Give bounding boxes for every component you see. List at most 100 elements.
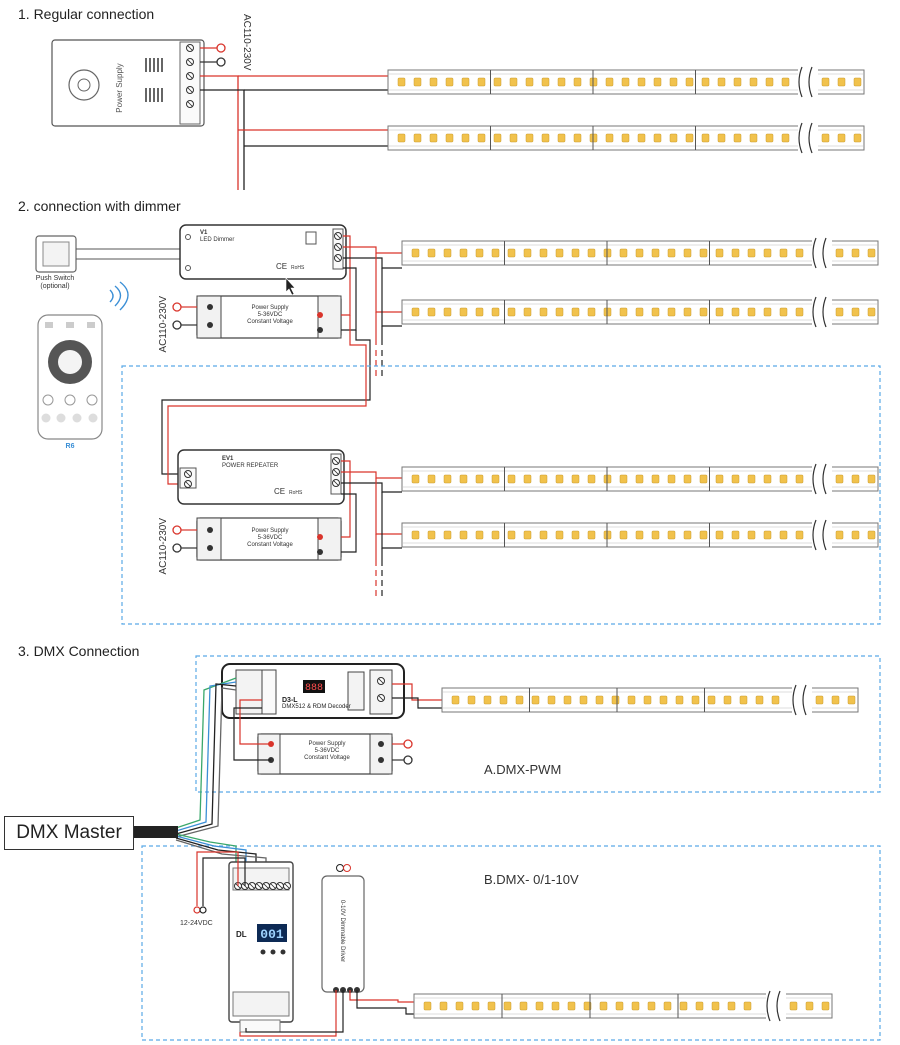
led-chip (795, 307, 804, 317)
regular-wiring (200, 75, 388, 190)
led-chip (699, 248, 708, 258)
led-chip (615, 1001, 624, 1011)
repeater-wiring (341, 460, 402, 598)
led-strip (387, 66, 865, 98)
led-strips (387, 66, 879, 1022)
led-chip (631, 1001, 640, 1011)
led-chip (763, 248, 772, 258)
led-chip (717, 77, 726, 87)
push-switch-label: Push Switch (35, 275, 75, 282)
section-title-regular: 1. Regular connection (18, 6, 155, 22)
remote-label: R6 (65, 443, 75, 450)
led-chip (411, 530, 420, 540)
led-strip (401, 296, 879, 328)
led-chip (699, 307, 708, 317)
led-chip (821, 1001, 830, 1011)
led-chip (795, 474, 804, 484)
cursor-arrow-icon (285, 277, 296, 296)
led-chip (459, 248, 468, 258)
ev1-ce-mark: CE (274, 487, 286, 496)
led-chip (637, 77, 646, 87)
push-switch-caption: Push Switch (optional) (22, 275, 88, 291)
led-chip (715, 474, 724, 484)
led-chip (739, 695, 748, 705)
psu-dmx-line1: Power Supply (308, 741, 346, 747)
led-chip (795, 530, 804, 540)
push-switch (35, 235, 77, 273)
led-chip (651, 530, 660, 540)
led-chip (779, 248, 788, 258)
led-chip (605, 77, 614, 87)
led-chip (781, 77, 790, 87)
led-chip (683, 530, 692, 540)
led-chip (611, 695, 620, 705)
led-chip (663, 1001, 672, 1011)
led-chip (587, 248, 596, 258)
led-chip (555, 530, 564, 540)
psu-dmx (257, 733, 393, 775)
psu-2-line1: Power Supply (251, 528, 289, 534)
led-chip (669, 133, 678, 143)
led-chip (781, 133, 790, 143)
psu-dmx-line3: Constant Voltage (304, 755, 350, 761)
led-chip (563, 695, 572, 705)
led-chip (459, 307, 468, 317)
ev1-desc: POWER REPEATER (222, 463, 279, 469)
led-chip (515, 695, 524, 705)
led-chip (853, 77, 862, 87)
led-chip (535, 1001, 544, 1011)
v1-ce-mark: CE (276, 262, 288, 271)
led-chip (443, 530, 452, 540)
led-chip (587, 474, 596, 484)
led-chip (423, 1001, 432, 1011)
led-chip (659, 695, 668, 705)
led-chip (523, 474, 532, 484)
led-chip (619, 248, 628, 258)
led-chip (571, 474, 580, 484)
led-chip (555, 248, 564, 258)
led-chip (835, 307, 844, 317)
led-chip (531, 695, 540, 705)
dmx-cable-sheath (134, 826, 178, 838)
led-chip (691, 695, 700, 705)
led-chip (667, 530, 676, 540)
led-chip (685, 133, 694, 143)
led-chip (701, 77, 710, 87)
led-chip (683, 307, 692, 317)
led-chip (413, 133, 422, 143)
psu-dmx-line2: 5-36VDC (314, 748, 340, 754)
led-chip (605, 133, 614, 143)
led-chip (443, 474, 452, 484)
led-chip (509, 77, 518, 87)
led-chip (675, 695, 684, 705)
led-chip (443, 307, 452, 317)
led-chip (743, 1001, 752, 1011)
led-chip (483, 695, 492, 705)
led-chip (837, 133, 846, 143)
led-chip (567, 1001, 576, 1011)
led-chip (427, 530, 436, 540)
led-chip (579, 695, 588, 705)
led-chip (715, 530, 724, 540)
led-chip (683, 474, 692, 484)
dmx-010v-box (141, 845, 881, 1041)
led-chip (717, 133, 726, 143)
v1-label-block: V1 LED Dimmer (200, 230, 234, 244)
led-chip (731, 307, 740, 317)
led-chip (571, 530, 580, 540)
led-chip (587, 307, 596, 317)
repeater-group-box (121, 365, 881, 625)
led-chip (503, 1001, 512, 1011)
led-chip (411, 307, 420, 317)
led-chip (867, 474, 876, 484)
led-chip (749, 77, 758, 87)
psu-2-line2: 5-36VDC (257, 535, 283, 541)
dmx-pwm-label: A.DMX-PWM (484, 762, 562, 777)
led-chip (731, 248, 740, 258)
led-chip (459, 530, 468, 540)
led-chip (523, 307, 532, 317)
led-chip (765, 133, 774, 143)
led-chip (727, 1001, 736, 1011)
psu-1-line1: Power Supply (251, 305, 289, 311)
led-chip (635, 474, 644, 484)
